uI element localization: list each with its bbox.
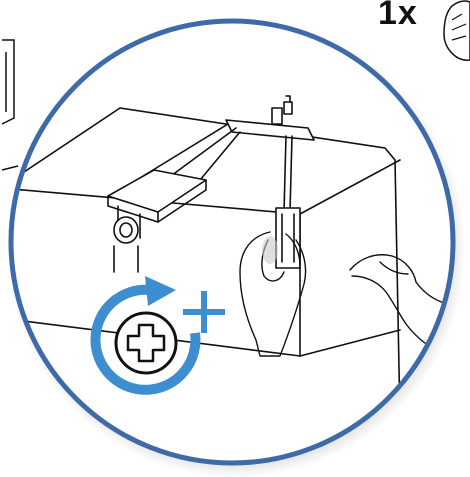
screw-part-icon bbox=[444, 1, 470, 60]
quantity-label: 1x bbox=[378, 0, 418, 33]
outside-fragment-left bbox=[2, 40, 18, 170]
